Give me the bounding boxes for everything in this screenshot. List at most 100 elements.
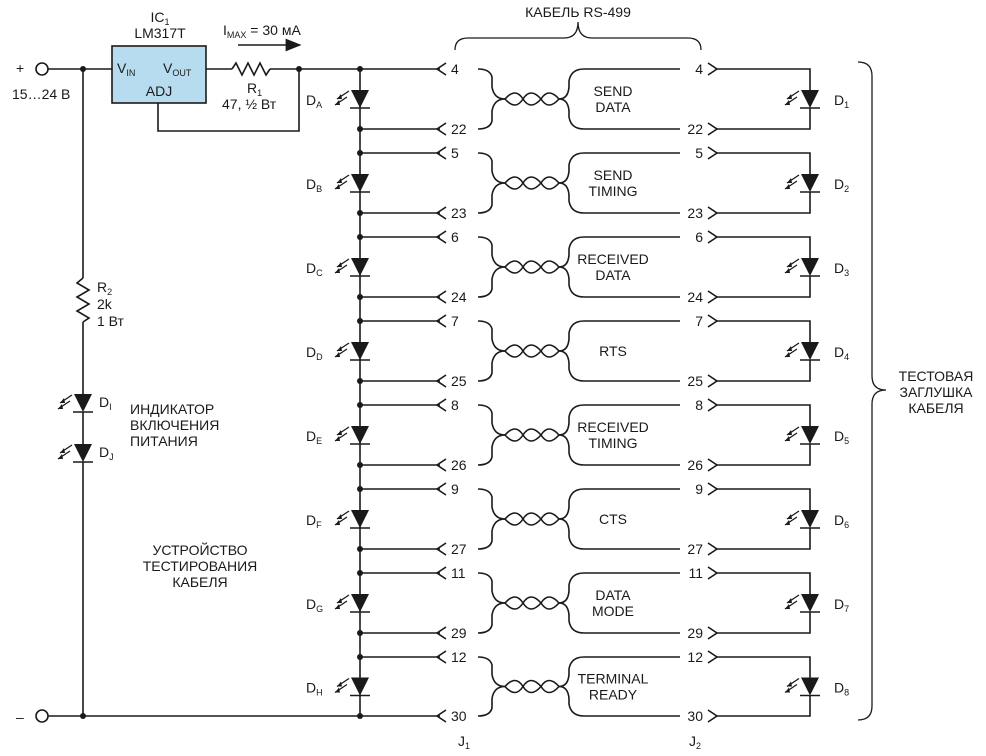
j1-pin-top: 9: [451, 481, 459, 497]
vin-label: VIN: [117, 60, 135, 78]
connector-chevron-icon: [707, 458, 719, 472]
j1-pin-bottom: 29: [451, 625, 467, 641]
j1-pin-bottom: 27: [451, 541, 467, 557]
j2-pin-top: 8: [695, 397, 703, 413]
connector-chevron-icon: [435, 398, 447, 412]
twisted-pair: [477, 656, 680, 717]
connector-chevron-icon: [707, 206, 719, 220]
led-di: DI: [57, 394, 112, 413]
connector-chevron-icon: [435, 542, 447, 556]
led-left: [334, 677, 370, 697]
junction-dot: [357, 318, 363, 324]
regulator-body: [111, 45, 207, 104]
twisted-pair: [477, 404, 680, 466]
connector-chevron-icon: [707, 122, 719, 136]
connector-chevron-icon: [707, 62, 719, 76]
junction-dot: [357, 150, 363, 156]
junction-dot: [357, 486, 363, 492]
connector-chevron-icon: [707, 566, 719, 580]
signal-name: DATA: [595, 267, 631, 283]
connector-chevron-icon: [435, 230, 447, 244]
led-left-label: DE: [306, 428, 322, 446]
loopback-section: ТЕСТОВАЯ ЗАГЛУШКА КАБЕЛЯ: [857, 61, 974, 721]
j1-pin-bottom: 23: [451, 205, 467, 221]
twisted-pair: [477, 152, 680, 214]
junction-dot: [357, 654, 363, 660]
current-indicator: IMAX = 30 мА: [223, 22, 302, 52]
junction-dot: [357, 126, 363, 132]
led-right: [784, 426, 820, 445]
power-indicator-label: ИНДИКАТОР ВКЛЮЧЕНИЯ ПИТАНИЯ: [130, 401, 219, 449]
led-right: [784, 677, 820, 697]
led-right: [784, 174, 820, 193]
svg-text:ИНДИКАТОР: ИНДИКАТОР: [130, 401, 214, 417]
di-name: DI: [99, 394, 112, 412]
connector-chevron-icon: [707, 314, 719, 328]
led-right-label: D3: [834, 260, 849, 278]
connector-chevron-icon: [435, 458, 447, 472]
junction-dot: [357, 713, 363, 719]
j2-pin-top: 9: [695, 481, 703, 497]
connector-chevron-icon: [707, 482, 719, 496]
imax-label: IMAX = 30 мА: [223, 22, 301, 40]
r2-resistor: [75, 277, 91, 323]
led-left-label: DA: [306, 92, 322, 110]
connector-chevron-icon: [707, 230, 719, 244]
signal-name: SEND: [594, 167, 633, 183]
ic1-name: IC1: [150, 9, 169, 27]
led-right-label: D1: [834, 92, 849, 110]
signal-name: RECEIVED: [577, 419, 649, 435]
junction-dot: [296, 66, 302, 72]
signal-name: CTS: [599, 511, 627, 527]
twisted-pair: [477, 68, 680, 130]
j2-pin-bottom: 23: [687, 205, 703, 221]
j1-pin-top: 5: [451, 145, 459, 161]
j1-pin-top: 8: [451, 397, 459, 413]
j1-pin-bottom: 22: [451, 121, 467, 137]
connector-chevron-icon: [435, 62, 447, 76]
led-left: [334, 594, 370, 613]
led-left-label: DD: [306, 344, 323, 362]
signal-name: TIMING: [589, 183, 638, 199]
connector-chevron-icon: [435, 122, 447, 136]
svg-text:ТЕСТОВАЯ: ТЕСТОВАЯ: [899, 368, 974, 384]
led-right-label: D2: [834, 176, 849, 194]
j1-pin-top: 11: [451, 565, 466, 581]
led-right: [784, 90, 820, 109]
cable-title: КАБЕЛЬ RS-499: [525, 4, 631, 20]
plus-label: +: [16, 60, 24, 76]
r1-resistor: R1 47, ½ Вт: [206, 61, 440, 112]
r2-labels: R2 2k 1 Вт: [97, 279, 125, 329]
junction-dot: [357, 378, 363, 384]
led-left-label: DG: [306, 596, 323, 614]
connector-chevron-icon: [707, 542, 719, 556]
regulator-ic1: IC1 LM317T VIN VOUT ADJ: [111, 9, 300, 132]
led-right: [784, 594, 820, 613]
j1-pin-bottom: 26: [451, 457, 467, 473]
connector-chevron-icon: [707, 398, 719, 412]
connector-chevron-icon: [435, 650, 447, 664]
connector-chevron-icon: [707, 650, 719, 664]
connector-chevron-icon: [435, 146, 447, 160]
cable-brace: [454, 21, 702, 51]
j2-pin-top: 11: [688, 565, 703, 581]
r1-value: 47, ½ Вт: [222, 96, 277, 112]
svg-text:КАБЕЛЯ: КАБЕЛЯ: [908, 400, 963, 416]
loopback-brace: [857, 61, 887, 721]
connector-chevron-icon: [707, 290, 719, 304]
svg-text:ТЕСТИРОВАНИЯ: ТЕСТИРОВАНИЯ: [143, 558, 258, 574]
led-left-label: DC: [306, 260, 323, 278]
twisted-pair: [477, 320, 680, 382]
led-left-label: DF: [306, 512, 322, 530]
j1-pin-bottom: 24: [451, 289, 467, 305]
j1-pin-top: 4: [451, 61, 459, 77]
j2-pin-top: 7: [695, 313, 703, 329]
led-dj: DJ: [57, 444, 114, 463]
